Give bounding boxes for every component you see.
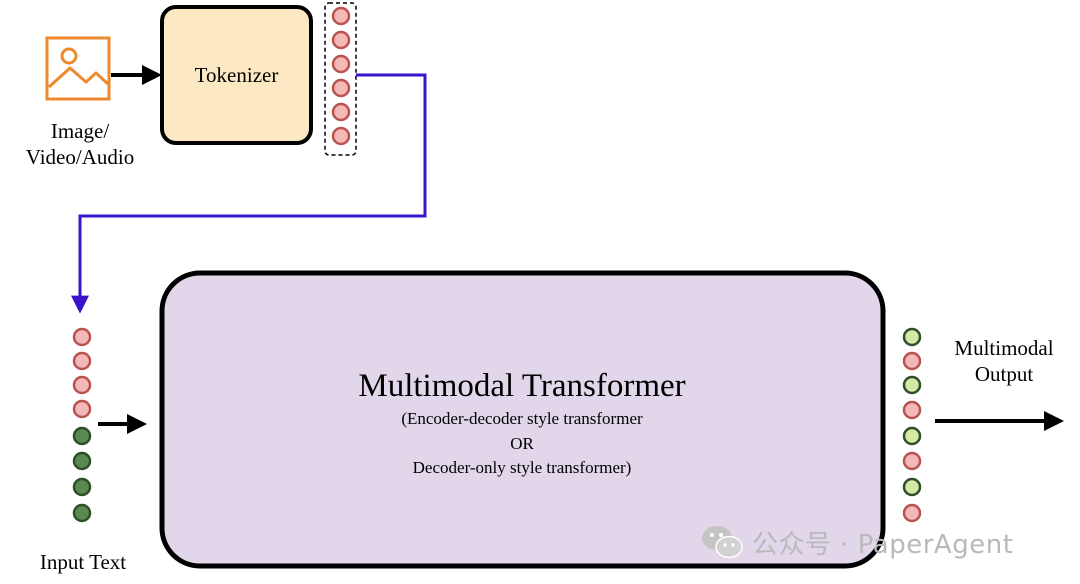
output-token [902, 327, 922, 347]
transformer-title: Multimodal Transformer [358, 368, 686, 404]
output-token [902, 375, 922, 395]
output-token [902, 351, 922, 371]
media-token [331, 54, 351, 74]
media-input-label: Image/ Video/Audio [10, 118, 150, 171]
tokenizer-box [160, 5, 313, 145]
input-token [72, 477, 92, 497]
transformer-box [159, 270, 886, 569]
transformer-line3: Decoder-only style transformer) [412, 458, 632, 477]
transformer-line1: (Encoder-decoder style transformer [401, 409, 643, 428]
input-token [72, 399, 92, 419]
media-token [331, 102, 351, 122]
output-token [902, 426, 922, 446]
input-token [72, 375, 92, 395]
output-label-line1: Multimodal [954, 336, 1054, 360]
output-token [902, 503, 922, 523]
watermark: 公众号 · PaperAgent [700, 522, 1060, 562]
output-token [902, 400, 922, 420]
media-tokens [331, 6, 351, 146]
output-label-line2: Output [974, 362, 1034, 387]
image-icon [45, 36, 111, 101]
input-text-label: Input Text [39, 550, 127, 574]
input-token [72, 503, 92, 523]
wechat-icon [702, 526, 743, 559]
media-token [331, 78, 351, 98]
transformer-line2: OR [510, 434, 534, 453]
input-token [72, 451, 92, 471]
output-tokens [902, 327, 922, 523]
tokenizer-label: Tokenizer [194, 63, 279, 87]
output-token [902, 451, 922, 471]
media-label-line2: Video/Audio [25, 145, 135, 170]
output-label: Multimodal Output [935, 335, 1073, 388]
input-token [72, 327, 92, 347]
watermark-text: 公众号 · PaperAgent [752, 529, 1014, 560]
media-token [331, 6, 351, 26]
media-tokens-connector [71, 73, 427, 314]
media-label-line1: Image/ [50, 119, 110, 143]
media-token [331, 30, 351, 50]
output-token [902, 477, 922, 497]
media-token-group [324, 2, 357, 156]
input-tokens [72, 327, 92, 523]
media-token [331, 126, 351, 146]
input-token [72, 426, 92, 446]
input-token [72, 351, 92, 371]
